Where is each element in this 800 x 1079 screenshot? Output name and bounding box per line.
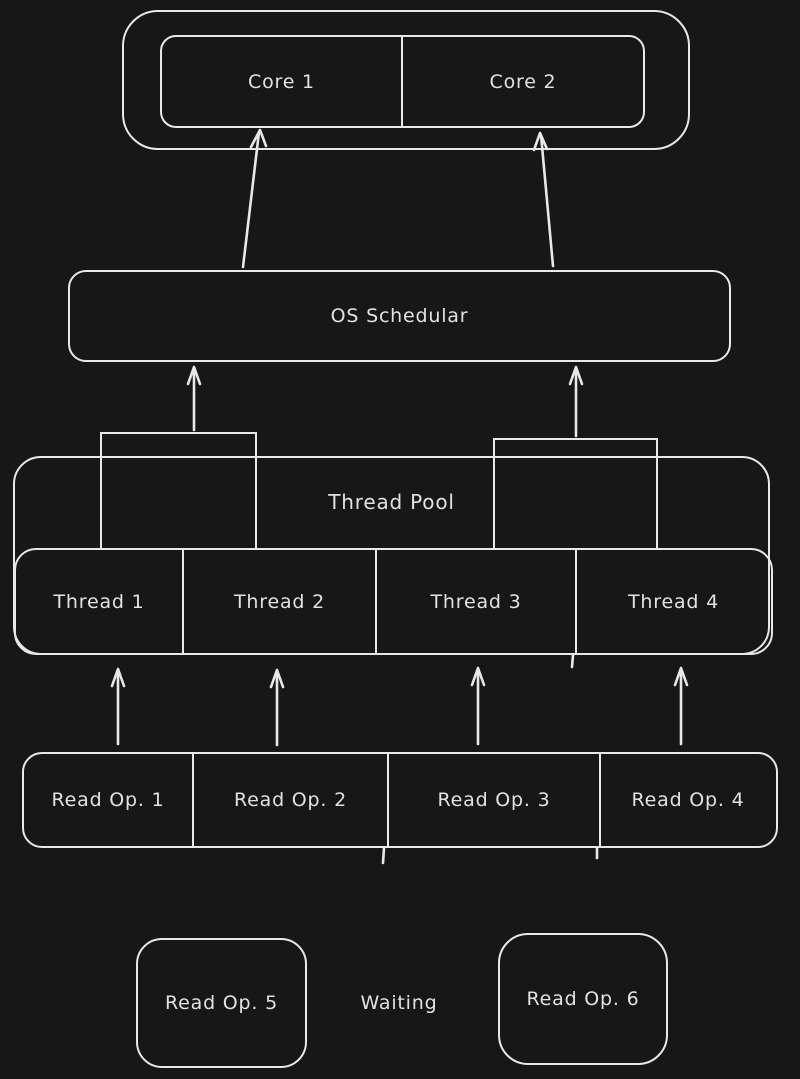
- core-1-box: Core 1: [162, 37, 401, 126]
- read-op-4-box: Read Op. 4: [599, 754, 775, 846]
- thread-4-box: Thread 4: [575, 550, 770, 653]
- read-op-1-label: Read Op. 1: [51, 789, 165, 811]
- read-ops-row-box: Read Op. 1 Read Op. 2 Read Op. 3 Read Op…: [22, 752, 778, 848]
- os-scheduler-label: OS Schedular: [330, 305, 469, 327]
- read-op-6-label: Read Op. 6: [526, 988, 640, 1010]
- thread-row-box: Thread 1 Thread 2 Thread 3 Thread 4: [14, 548, 773, 655]
- thread-2-label: Thread 2: [234, 590, 325, 613]
- read-op-2-box: Read Op. 2: [192, 754, 387, 846]
- arrow-pool-right-to-scheduler: [568, 365, 584, 438]
- thread-3-label: Thread 3: [430, 590, 522, 613]
- arrow-read-op-3-to-thread-3: [470, 666, 486, 746]
- read-op-5-label: Read Op. 5: [165, 992, 278, 1014]
- pool-connector-right: [493, 438, 658, 549]
- core-2-label: Core 2: [489, 70, 557, 93]
- thread-1-box: Thread 1: [16, 550, 182, 653]
- cpu-container-box: [122, 10, 690, 150]
- read-op-3-box: Read Op. 3: [387, 754, 599, 846]
- cores-row-box: Core 1 Core 2: [160, 35, 645, 128]
- arrow-read-op-1-to-thread-1: [110, 667, 126, 746]
- read-op-2-label: Read Op. 2: [234, 789, 347, 811]
- arrow-read-op-4-to-thread-4: [673, 666, 689, 746]
- thread-pool-label: Thread Pool: [328, 490, 455, 514]
- thread-4-label: Thread 4: [628, 590, 719, 613]
- os-scheduler-box: OS Schedular: [68, 270, 731, 362]
- read-op-3-label: Read Op. 3: [437, 789, 551, 811]
- arrow-pool-left-to-scheduler: [186, 365, 202, 432]
- thread-1-label: Thread 1: [53, 590, 145, 613]
- thread-3-box: Thread 3: [375, 550, 575, 653]
- waiting-label: Waiting: [360, 992, 438, 1014]
- pool-connector-left: [100, 432, 257, 549]
- arrow-scheduler-to-core-1: [241, 128, 268, 269]
- arrow-scheduler-to-core-2: [532, 131, 555, 268]
- read-op-4-label: Read Op. 4: [631, 789, 745, 811]
- core-1-label: Core 1: [248, 70, 315, 93]
- arrow-read-op-2-to-thread-2: [269, 668, 285, 747]
- read-op-5-box: Read Op. 5: [136, 938, 307, 1068]
- core-2-box: Core 2: [401, 37, 643, 126]
- thread-2-box: Thread 2: [182, 550, 375, 653]
- read-op-6-box: Read Op. 6: [498, 933, 668, 1065]
- read-op-1-box: Read Op. 1: [24, 754, 192, 846]
